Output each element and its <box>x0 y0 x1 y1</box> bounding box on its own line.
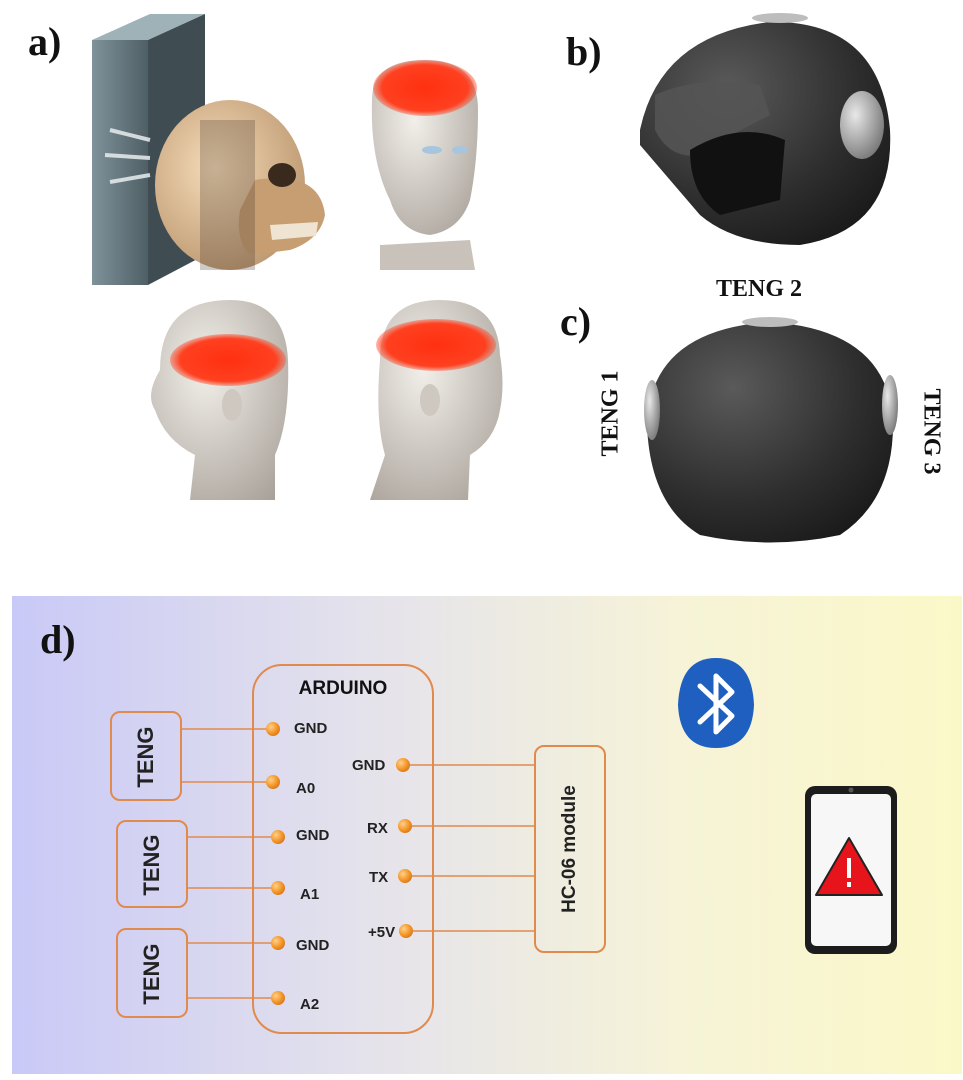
helmet-back-illustration <box>644 317 898 543</box>
pin-gnd-right <box>396 758 410 772</box>
pin-tx <box>398 869 412 883</box>
pin-gnd-2 <box>271 830 285 844</box>
pin-label-5v: +5V <box>368 924 396 941</box>
panel-b-label: b) <box>566 29 602 74</box>
circuit-diagram-panel <box>12 596 962 1074</box>
head-side-right-illustration <box>370 300 503 500</box>
arduino-title: ARDUINO <box>298 678 388 699</box>
pin-label-gnd-1: GND <box>294 720 328 737</box>
pin-a0 <box>266 775 280 789</box>
teng-box-1 <box>110 711 182 801</box>
head-side-left-illustration <box>151 300 289 500</box>
pin-rx <box>398 819 412 833</box>
pin-gnd-3 <box>271 936 285 950</box>
pin-label-rx: RX <box>367 820 388 837</box>
pin-5v <box>399 924 413 938</box>
pin-label-a1: A1 <box>300 886 320 903</box>
pin-a1 <box>271 881 285 895</box>
helmet-side-illustration <box>640 13 891 246</box>
skull-illustration <box>155 100 325 270</box>
panel-d-label: d) <box>40 617 76 662</box>
pin-label-gnd-right: GND <box>352 757 386 774</box>
teng2-label: TENG 2 <box>716 276 803 302</box>
teng-box-3 <box>116 928 188 1018</box>
panel-a-label: a) <box>28 19 62 64</box>
pin-label-gnd-3: GND <box>296 937 330 954</box>
pin-label-gnd-2: GND <box>296 827 330 844</box>
pin-label-a0: A0 <box>296 780 316 797</box>
arduino-board <box>252 664 434 1034</box>
pin-gnd-1 <box>266 722 280 736</box>
head-front-illustration <box>371 60 478 270</box>
pin-label-a2: A2 <box>300 996 320 1013</box>
panel-a-illustration <box>92 13 898 543</box>
pin-label-tx: TX <box>369 869 389 886</box>
teng-box-2 <box>116 820 188 908</box>
pin-a2 <box>271 991 285 1005</box>
hc06-module <box>534 745 606 953</box>
panel-c-label: c) <box>560 299 592 344</box>
